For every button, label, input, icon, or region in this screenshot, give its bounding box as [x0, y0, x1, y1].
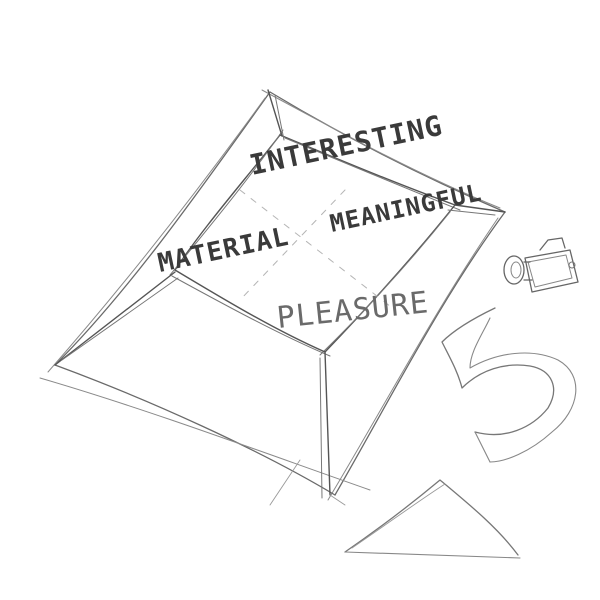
- box-bevel-edges: [54, 89, 506, 506]
- camera-icon: [503, 237, 579, 293]
- face-guide-lines: [239, 189, 396, 311]
- triangle-shape: [344, 479, 521, 559]
- box-outer-frame: [39, 89, 506, 501]
- label-meaningful: MEANINGFUL: [327, 178, 484, 238]
- label-material: MATERIAL: [155, 222, 292, 279]
- label-pleasure: PLEASURE: [275, 285, 430, 336]
- box-inner-face: [169, 129, 461, 357]
- curved-arrow-icon: [441, 307, 577, 463]
